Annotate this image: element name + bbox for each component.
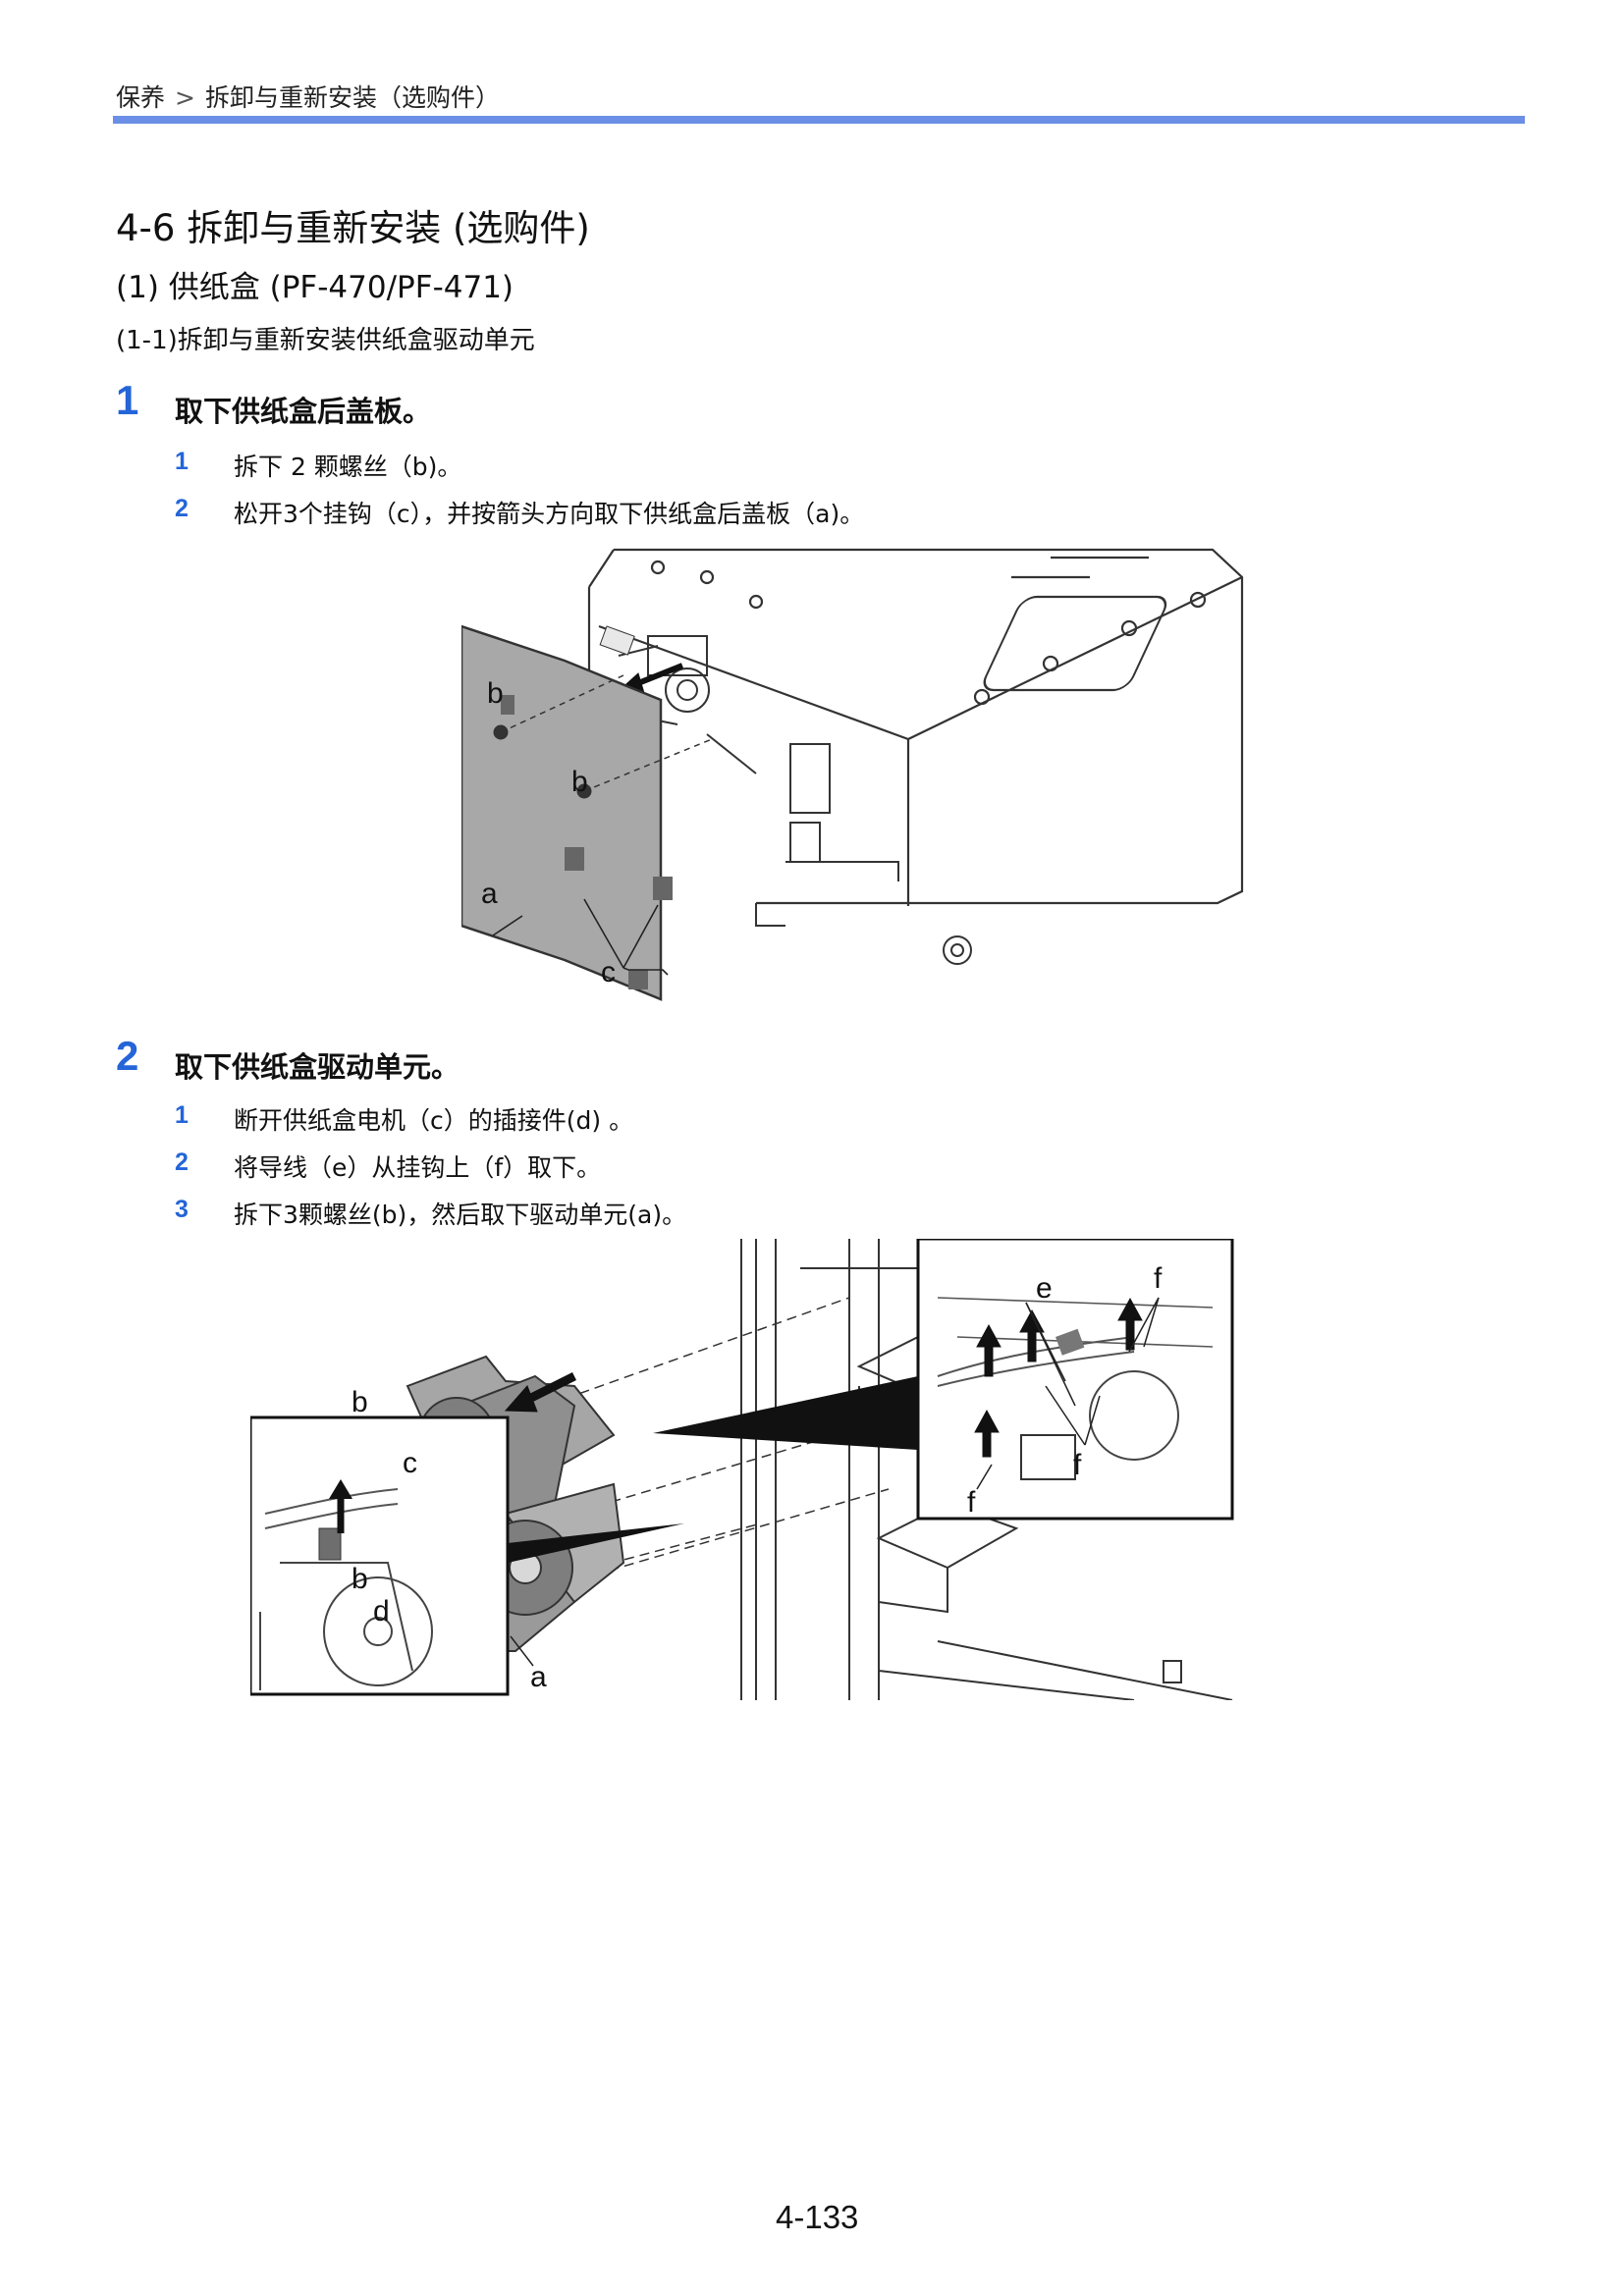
step-2-3-number: 3 [175,1196,189,1223]
breadcrumb: 保养 > 拆卸与重新安装（选购件） [116,79,500,114]
direction-arrow [504,1371,577,1413]
label-b2: b [571,766,588,798]
label-e: e [1036,1272,1053,1305]
step-2-number: 2 [116,1033,139,1079]
label-a: a [530,1661,547,1693]
step-1-2-number: 2 [175,495,189,522]
step-2-3-text: 拆下3颗螺丝(b)，然后取下驱动单元(a)。 [234,1201,687,1229]
label-c: c [403,1447,417,1479]
subsection-title: (1) 供纸盒 (PF-470/PF-471) [116,270,514,305]
step-1-1-number: 1 [175,448,189,475]
breadcrumb-item-maintenance[interactable]: 保养 [116,83,166,112]
section-title: 4-6 拆卸与重新安装 (选购件) [116,207,590,249]
step-2-1-text: 断开供纸盒电机（c）的插接件(d) 。 [234,1106,634,1135]
step-2-2-number: 2 [175,1148,189,1176]
label-a: a [481,878,498,910]
inset-connector-detail [250,1415,510,1696]
step-1-1-text: 拆下 2 颗螺丝（b)。 [234,453,462,481]
label-b1: b [352,1386,368,1418]
step-2-1-number: 1 [175,1101,189,1129]
inset-wire-hook-detail [653,1239,1234,1521]
rear-cover-panel [461,624,673,1001]
step-2-title: 取下供纸盒驱动单元。 [175,1050,460,1084]
step-1-2-text: 松开3个挂钩（c），并按箭头方向取下供纸盒后盖板（a)。 [234,500,865,528]
breadcrumb-item-current: 拆卸与重新安装（选购件） [204,83,500,112]
step-2-2-text: 将导线（e）从挂钩上（f）取下。 [234,1153,602,1182]
label-b1: b [487,677,504,710]
label-b2: b [352,1563,368,1595]
figure-remove-rear-cover: b b a c [461,548,1244,1001]
drive-mechanism [618,635,972,965]
header-rule [113,116,1525,124]
label-d: d [373,1595,390,1628]
label-f2: f [1073,1449,1082,1481]
label-f3: f [967,1486,976,1519]
label-f1: f [1154,1262,1163,1295]
breadcrumb-separator: > [175,83,195,112]
figure-remove-drive-unit: b b a c d e f f f [250,1239,1234,1700]
paper-feeder-body [587,548,1244,906]
step-1-number: 1 [116,377,139,423]
step-1-title: 取下供纸盒后盖板。 [175,395,432,428]
page-number: 4-133 [776,2199,859,2235]
procedure-title: (1-1)拆卸与重新安装供纸盒驱动单元 [116,326,535,355]
label-c: c [601,956,616,988]
